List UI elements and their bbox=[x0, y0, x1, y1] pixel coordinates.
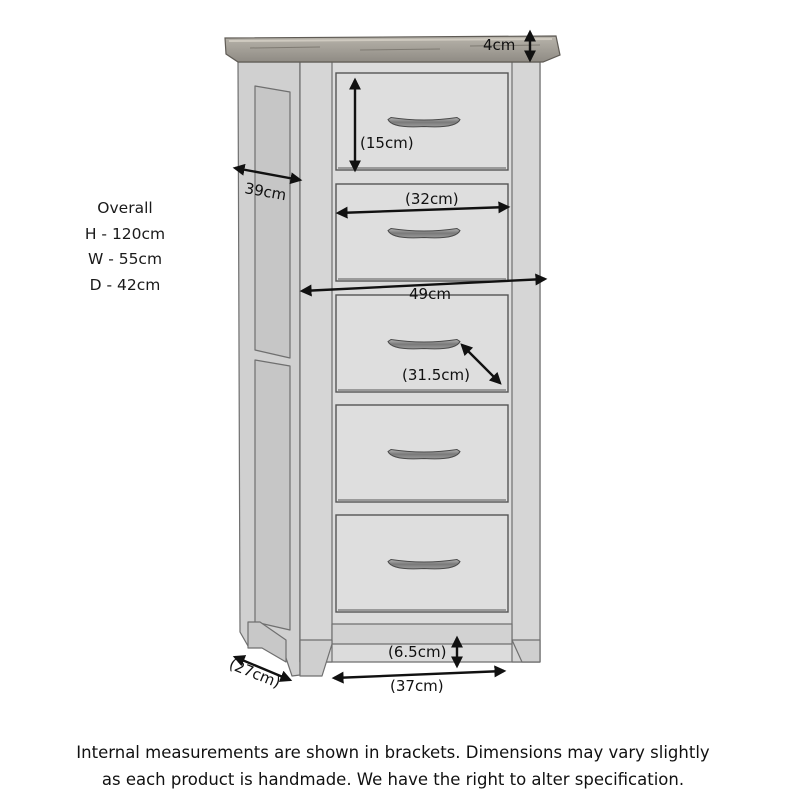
overall-depth: D - 42cm bbox=[89, 275, 161, 294]
dim-line-carcass-width bbox=[299, 273, 548, 297]
top-surface bbox=[224, 35, 561, 63]
drawer-handle bbox=[387, 338, 461, 350]
label-drawer-depth: (31.5cm) bbox=[402, 366, 470, 384]
drawer-handle bbox=[387, 116, 461, 128]
drawer-handle bbox=[387, 558, 461, 570]
label-top-thickness: 4cm bbox=[483, 36, 515, 54]
front-right-leg bbox=[511, 639, 541, 663]
drawer-stack bbox=[335, 72, 509, 613]
drawer-handle bbox=[387, 227, 461, 239]
drawer-5 bbox=[335, 514, 509, 613]
disclaimer-line-2: as each product is handmade. We have the… bbox=[101, 770, 685, 789]
label-drawer-width: (32cm) bbox=[405, 190, 459, 208]
side-upper-panel bbox=[254, 85, 291, 359]
disclaimer-line-1: Internal measurements are shown in brack… bbox=[76, 743, 710, 762]
plinth-rail bbox=[331, 623, 513, 645]
dim-line-side-depth bbox=[232, 163, 303, 185]
dim-line-drawer-depth bbox=[460, 343, 502, 385]
label-plinth-height: (6.5cm) bbox=[388, 643, 446, 661]
label-base-depth: (27cm) bbox=[227, 655, 283, 692]
label-base-width: (37cm) bbox=[390, 677, 444, 695]
front-stile-right bbox=[511, 61, 541, 663]
label-drawer-height: (15cm) bbox=[360, 134, 414, 152]
top-edge-highlight bbox=[228, 38, 553, 42]
dim-line-base-width bbox=[331, 665, 507, 684]
front-stile-left bbox=[299, 61, 333, 663]
overall-title: Overall bbox=[97, 199, 153, 217]
drawer-handle bbox=[387, 448, 461, 460]
drawer-4 bbox=[335, 404, 509, 503]
front-left-leg bbox=[299, 639, 333, 677]
overall-width: W - 55cm bbox=[87, 250, 163, 268]
oak-top bbox=[224, 35, 561, 63]
side-lower-panel bbox=[254, 359, 291, 631]
disclaimer-text: Internal measurements are shown in brack… bbox=[0, 739, 786, 793]
dim-line-base-depth bbox=[232, 655, 293, 682]
overall-height: H - 120cm bbox=[84, 224, 166, 243]
dimension-lines bbox=[232, 29, 548, 684]
label-carcass-width: 49cm bbox=[409, 285, 451, 303]
drawer-1 bbox=[335, 72, 509, 171]
overall-dimensions: Overall H - 120cm W - 55cm D - 42cm bbox=[70, 196, 180, 298]
dim-line-drawer-width bbox=[335, 201, 511, 219]
